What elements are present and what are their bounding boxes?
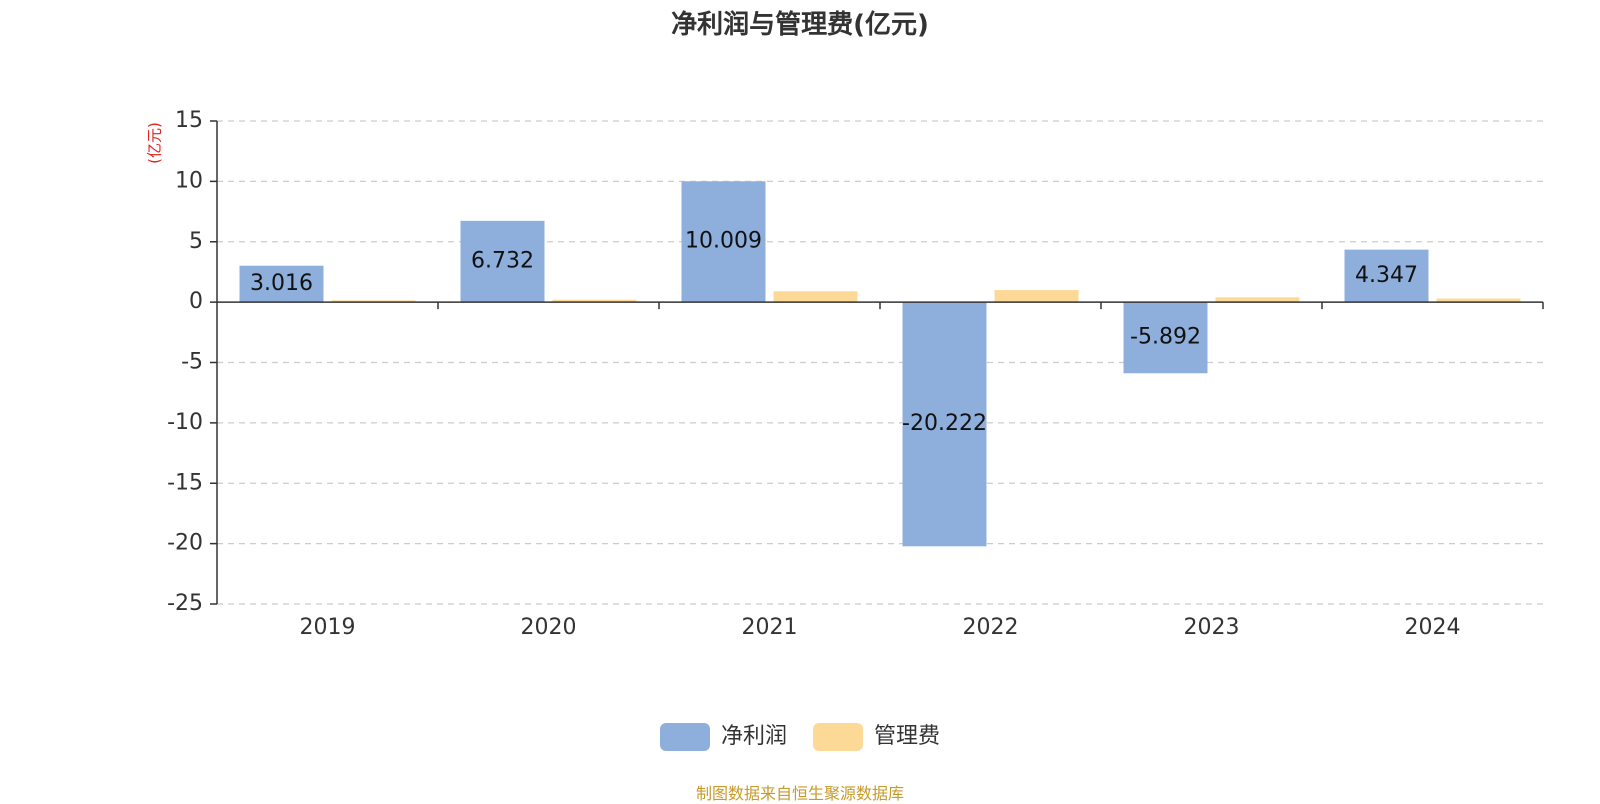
chart-title: 净利润与管理费(亿元)	[671, 10, 929, 40]
legend-swatch-net-profit	[660, 723, 710, 751]
y-tick-label: -5	[181, 350, 203, 375]
data-label: 10.009	[685, 229, 762, 254]
data-label: -20.222	[902, 411, 987, 436]
bar-net-profit	[239, 265, 324, 303]
y-tick-label: -25	[167, 591, 203, 616]
bar-admin-fee	[1436, 298, 1521, 303]
x-tick-label: 2021	[742, 615, 798, 640]
legend-label-net-profit: 净利润	[721, 724, 787, 749]
x-tick-label: 2022	[963, 615, 1019, 640]
bar-net-profit	[1123, 302, 1208, 374]
y-tick-label: 5	[189, 229, 203, 254]
data-label: -5.892	[1130, 325, 1201, 350]
y-tick-label: 15	[175, 108, 203, 133]
y-tick-label: -15	[167, 470, 203, 495]
x-tick-label: 2020	[521, 615, 577, 640]
bar-admin-fee	[1215, 297, 1300, 303]
x-tick-label: 2019	[300, 615, 356, 640]
legend-swatch-admin-fee	[813, 723, 863, 751]
bar-net-profit	[460, 220, 545, 303]
legend-label-admin-fee: 管理费	[874, 724, 940, 749]
y-tick-label: 0	[189, 289, 203, 314]
bar-net-profit	[1344, 249, 1429, 303]
legend: 净利润 管理费	[660, 723, 940, 751]
x-tick-label: 2024	[1405, 615, 1461, 640]
bar-admin-fee	[331, 300, 416, 303]
bar-admin-fee	[552, 299, 637, 303]
bars	[239, 181, 1521, 547]
bar-net-profit	[902, 302, 987, 547]
source-note: 制图数据来自恒生聚源数据库	[695, 784, 904, 803]
data-label: 4.347	[1355, 263, 1418, 288]
bar-net-profit	[681, 181, 766, 303]
y-axis-label: (亿元)	[146, 122, 164, 164]
data-label: 6.732	[471, 248, 534, 273]
y-tick-label: 10	[175, 168, 203, 193]
grid-lines	[217, 120, 1543, 605]
x-tick-label: 2023	[1184, 615, 1240, 640]
data-label: 3.016	[250, 271, 313, 296]
y-tick-label: -20	[167, 531, 203, 556]
y-tick-label: -10	[167, 410, 203, 435]
bar-admin-fee	[994, 290, 1079, 303]
bar-admin-fee	[773, 291, 858, 303]
axes: 15 10 5 0 -5 -10 -15 -20 -25 2019 2020 2021 2022 2023…	[167, 108, 1544, 640]
data-labels: 3.016 6.732 10.009 -20.222 -5.892 4.347	[250, 229, 1418, 437]
